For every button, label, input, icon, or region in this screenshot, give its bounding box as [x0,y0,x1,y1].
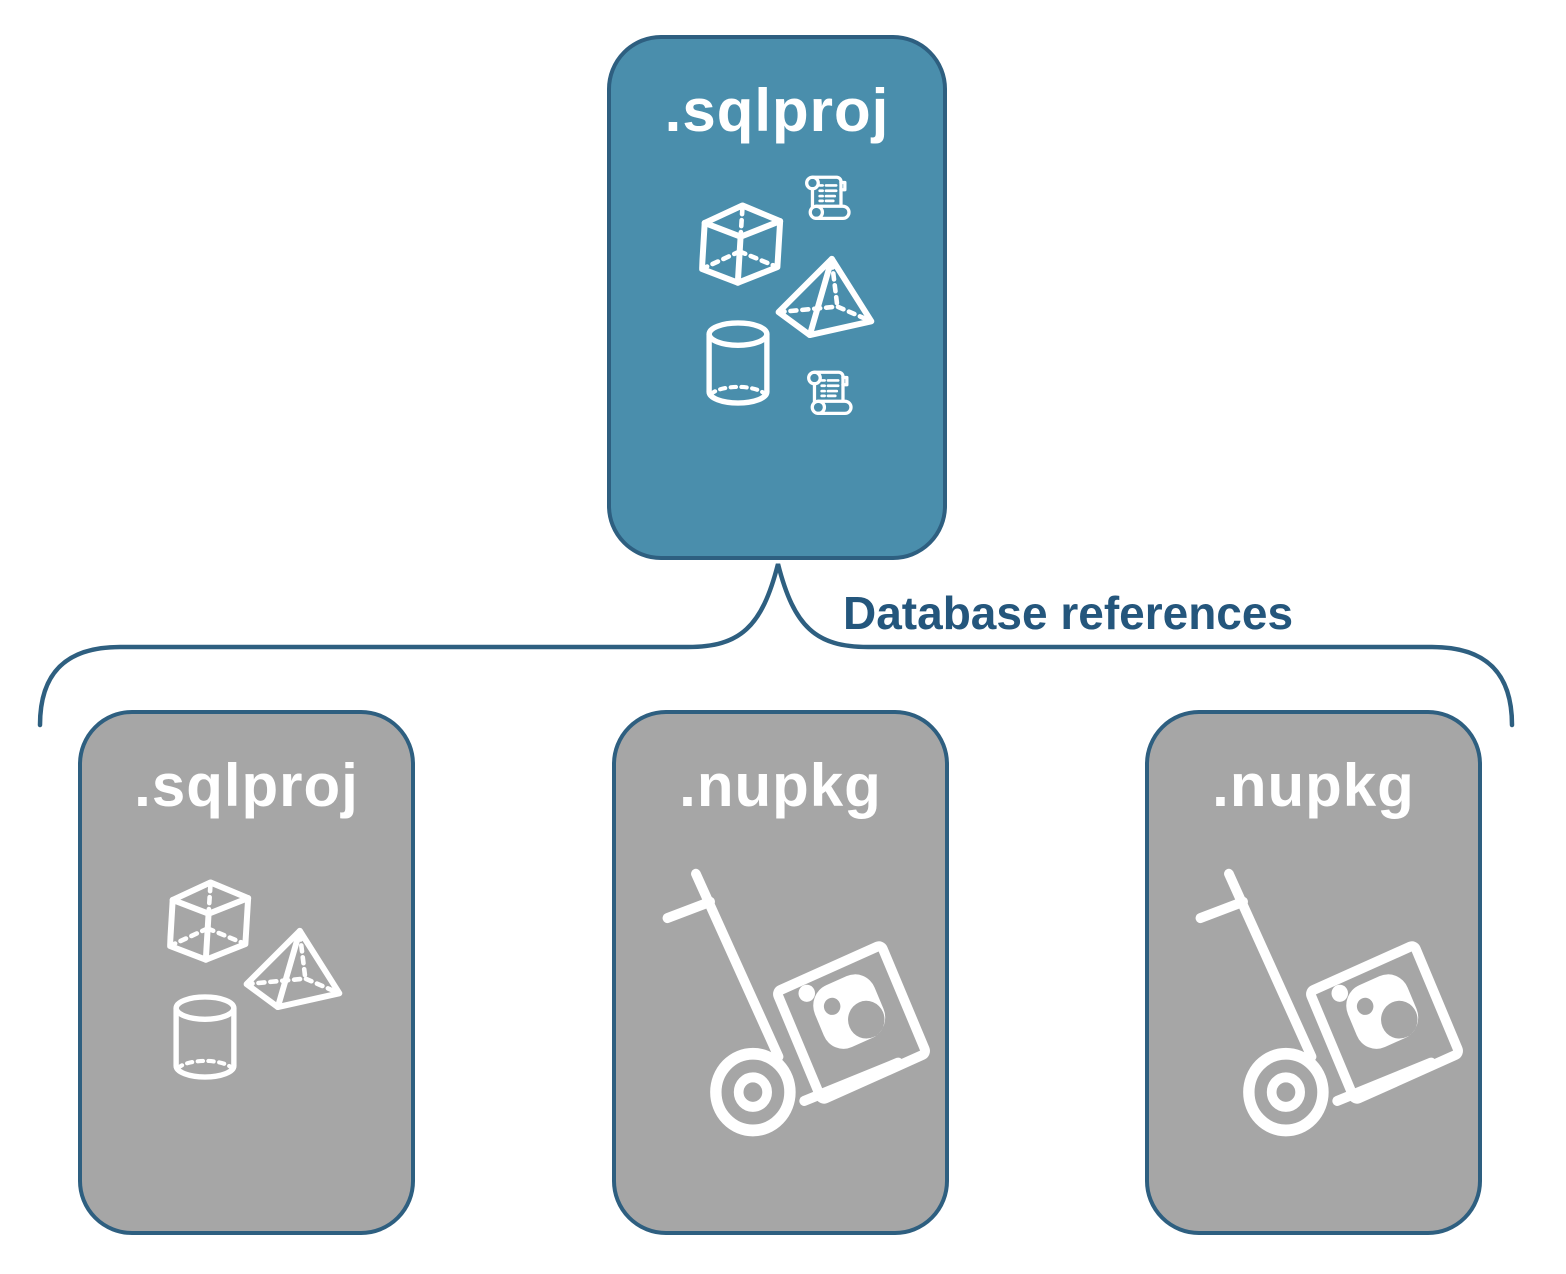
child-sqlproj-label: .sqlproj [134,752,359,819]
child-nupkg-box-2: .nupkg [1145,710,1482,1235]
connector-label: Database references [843,587,1294,639]
script-scroll-icon [797,169,855,227]
cylinder-icon [705,320,771,406]
cube-icon [167,876,252,968]
cube-icon [699,199,784,291]
child-nupkg-label: .nupkg [1212,752,1415,819]
brace-connector [37,563,1515,728]
child-nupkg-box-1: .nupkg [612,710,949,1235]
parent-sqlproj-box: .sqlproj [607,35,947,560]
child-sqlproj-box: .sqlproj [78,710,415,1235]
package-dolly-icon [656,862,941,1157]
parent-sqlproj-label: .sqlproj [664,77,890,144]
script-scroll-icon [799,364,857,422]
pyramid-icon [242,926,343,1011]
package-dolly-icon [1189,862,1474,1157]
cylinder-icon [172,994,238,1080]
child-nupkg-label: .nupkg [679,752,882,819]
pyramid-icon [774,254,875,339]
